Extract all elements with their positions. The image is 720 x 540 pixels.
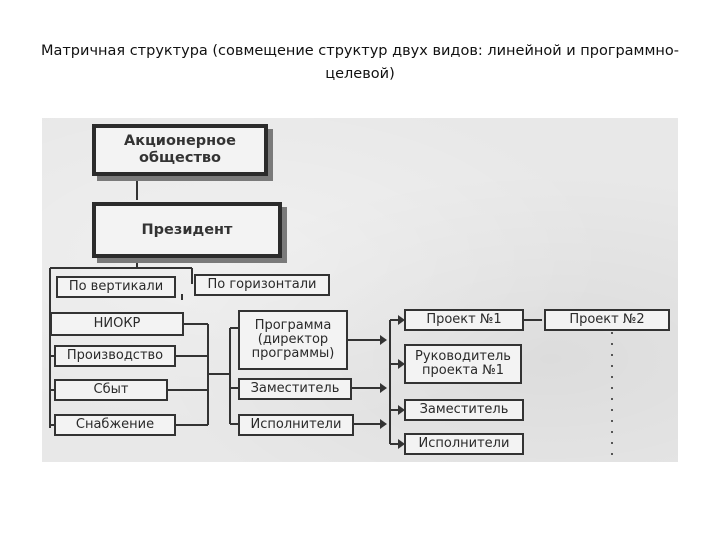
president-box: Президент [92,202,282,258]
project1-box: Проект №1 [404,309,524,331]
joint-stock-company-box: Акционерное общество [92,124,268,176]
org-chart-diagram: Акционерное общество Президент По вертик… [42,118,678,462]
program-executors-box: Исполнители [238,414,354,436]
project2-box: Проект №2 [544,309,670,331]
program-director-box: Программа (директор программы) [238,310,348,370]
project1-head-box: Руководитель проекта №1 [404,344,522,384]
function-rnd: НИОКР [50,312,184,336]
program-deputy-box: Заместитель [238,378,352,400]
function-supply: Снабжение [54,414,176,436]
function-production: Производство [54,345,176,367]
vertical-label: По вертикали [56,276,176,298]
slide-title: Матричная структура (совмещение структур… [40,43,680,82]
project1-deputy-box: Заместитель [404,399,524,421]
function-sales: Сбыт [54,379,168,401]
connector-lines [49,176,613,458]
horizontal-label: По горизонтали [194,274,330,296]
project1-executors-box: Исполнители [404,433,524,455]
